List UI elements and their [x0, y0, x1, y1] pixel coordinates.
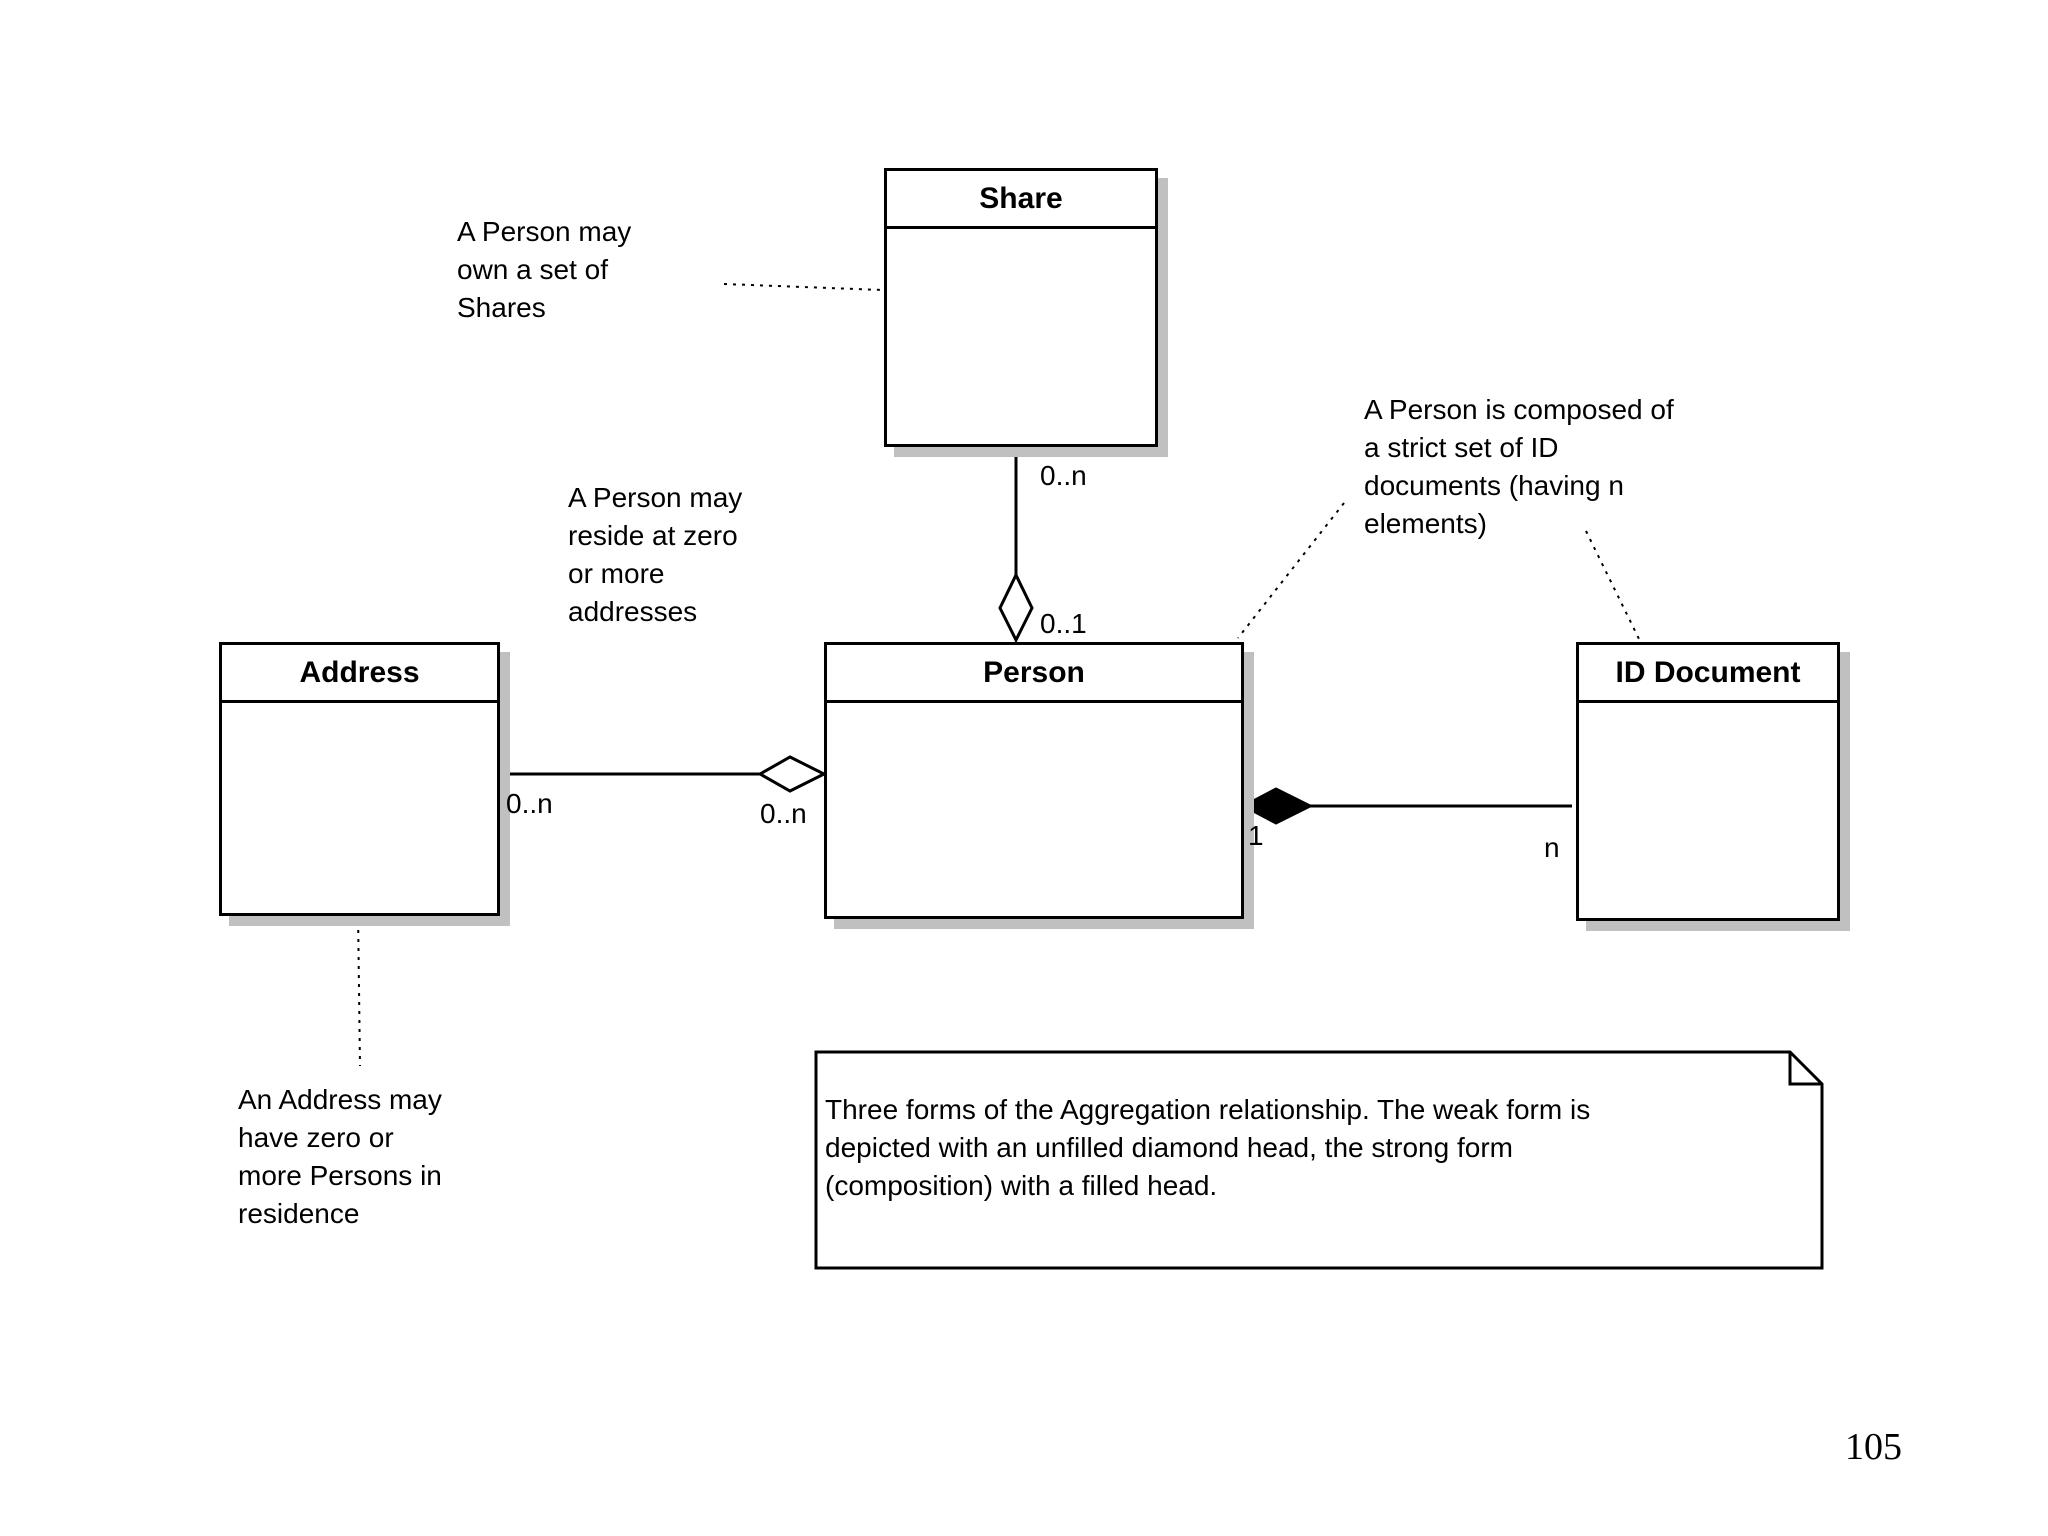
address-note: An Address may have zero or more Persons…: [238, 1084, 442, 1229]
person-share-aggregation-diamond: [998, 571, 1034, 644]
address-class: Address: [219, 642, 500, 916]
composition-note: A Person is composed of a strict set of …: [1364, 394, 1674, 539]
person-address-aggregation-diamond: [756, 755, 828, 793]
id-document-multiplicity: n: [1544, 832, 1560, 863]
share-class: Share: [884, 168, 1158, 447]
address-class-name: Address: [222, 645, 497, 703]
person-composition-filled-diamond: [1240, 787, 1314, 825]
aggregation-comment-text: Three forms of the Aggregation relations…: [825, 1094, 1591, 1201]
person-class: Person: [824, 642, 1244, 919]
page-number: 105: [1845, 1426, 1902, 1468]
id-document-class-name: ID Document: [1579, 645, 1837, 703]
person-address-multiplicity: 0..n: [760, 798, 807, 829]
share-multiplicity: 0..n: [1040, 460, 1087, 491]
address-relation-note: A Person may reside at zero or more addr…: [568, 482, 743, 627]
composition-note-id-document-connector: [1585, 530, 1641, 642]
person-composition-multiplicity: 1: [1248, 820, 1264, 851]
comment-note-border: [814, 1050, 1824, 1270]
share-note: A Person may own a set of Shares: [457, 216, 632, 323]
id-document-class: ID Document: [1576, 642, 1840, 921]
person-class-name: Person: [827, 645, 1241, 703]
address-note-connector: [357, 911, 361, 1067]
person-share-multiplicity: 0..1: [1040, 608, 1087, 639]
comment-note-fold: [1788, 1052, 1822, 1086]
share-class-name: Share: [887, 171, 1155, 229]
composition-note-person-connector: [1237, 502, 1345, 639]
share-note-connector: [723, 283, 883, 291]
address-multiplicity: 0..n: [506, 788, 553, 819]
